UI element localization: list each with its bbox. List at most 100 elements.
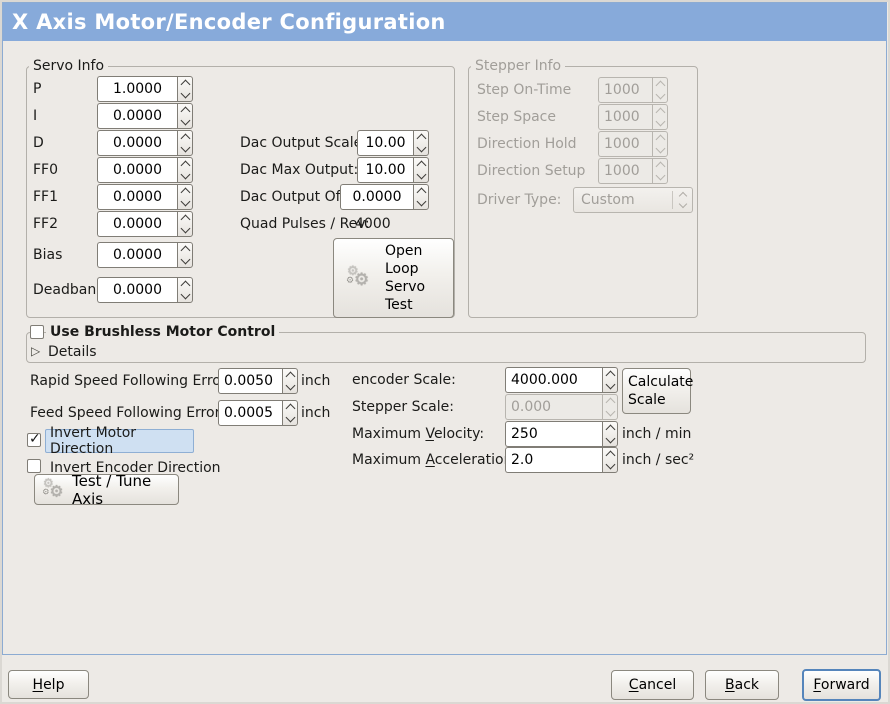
ff1-spinner[interactable] xyxy=(177,184,193,210)
spinner[interactable] xyxy=(602,421,618,447)
expander-arrow-icon[interactable]: ▷ xyxy=(31,344,41,358)
spinner-down-button[interactable] xyxy=(603,379,617,392)
dac-output-offset-spinbox[interactable] xyxy=(340,184,429,210)
d-input[interactable] xyxy=(97,130,177,156)
dac-output-scale-input[interactable] xyxy=(357,130,413,156)
ff0-input[interactable] xyxy=(97,157,177,183)
spinner[interactable] xyxy=(602,447,618,473)
rapid-error-spinbox[interactable] xyxy=(218,368,298,394)
spinner-down-button[interactable] xyxy=(283,412,297,425)
chevron-down-icon xyxy=(678,199,687,209)
spinner xyxy=(602,394,618,420)
invert-encoder-label[interactable]: Invert Encoder Direction xyxy=(50,460,221,476)
max-acceleration-unit: inch / sec² xyxy=(622,452,695,468)
deadband-spinbox[interactable] xyxy=(97,277,193,303)
p-input[interactable] xyxy=(97,76,177,102)
dac-max-output-spinbox[interactable] xyxy=(357,157,429,183)
max-acceleration-spinbox[interactable] xyxy=(505,447,618,473)
calculate-scale-button[interactable]: Calculate Scale xyxy=(622,368,693,414)
spinner-down-button[interactable] xyxy=(414,169,428,182)
details-expander-label[interactable]: Details xyxy=(48,344,97,360)
spinner xyxy=(652,77,668,103)
spinner[interactable] xyxy=(413,130,429,156)
use-brushless-checkbox[interactable] xyxy=(30,325,44,339)
open-loop-servo-test-button[interactable]: ⚙⚙⚙ Open Loop Servo Test xyxy=(333,238,454,318)
stepper-scale-spinbox xyxy=(505,394,618,420)
quad-pulses-value: 4000 xyxy=(355,216,391,232)
spinner-down-button[interactable] xyxy=(414,196,428,209)
invert-motor-label[interactable]: Invert Motor Direction xyxy=(45,425,194,457)
dac-output-offset-input[interactable] xyxy=(340,184,413,210)
ff0-spinner[interactable] xyxy=(177,157,193,183)
spinner[interactable] xyxy=(282,400,298,426)
spinner-down-button[interactable] xyxy=(283,380,297,393)
page-title: X Axis Motor/Encoder Configuration xyxy=(12,10,446,34)
p-spinbox[interactable] xyxy=(97,76,193,102)
chevron-down-icon xyxy=(285,380,295,391)
max-velocity-spinbox[interactable] xyxy=(505,421,618,447)
encoder-scale-input[interactable] xyxy=(505,367,602,393)
spinner-down-button[interactable] xyxy=(178,115,192,128)
d-spinbox[interactable] xyxy=(97,130,193,156)
spinner-down-button[interactable] xyxy=(178,254,192,267)
max-acceleration-input[interactable] xyxy=(505,447,602,473)
spinner-down-button[interactable] xyxy=(603,459,617,472)
ff2-spinbox[interactable] xyxy=(97,211,193,237)
chevron-down-icon xyxy=(605,379,615,390)
bias-input[interactable] xyxy=(97,242,177,268)
test-tune-axis-button[interactable]: ⚙⚙⚙ Test / Tune Axis xyxy=(34,472,179,508)
cancel-button[interactable]: Cancel xyxy=(611,670,694,700)
feed-error-input[interactable] xyxy=(218,400,282,426)
i-input[interactable] xyxy=(97,103,177,129)
rapid-error-input[interactable] xyxy=(218,368,282,394)
dac-max-output-input[interactable] xyxy=(357,157,413,183)
ff2-input[interactable] xyxy=(97,211,177,237)
max-velocity-input[interactable] xyxy=(505,421,602,447)
gears-icon: ⚙⚙⚙ xyxy=(346,264,370,290)
p-label: P xyxy=(33,81,42,97)
chevron-down-icon xyxy=(180,88,190,99)
spinner xyxy=(652,131,668,157)
d-spinner[interactable] xyxy=(177,130,193,156)
spinner[interactable] xyxy=(282,368,298,394)
spinner[interactable] xyxy=(413,157,429,183)
spinner-down-button[interactable] xyxy=(178,196,192,209)
spinner-down-button[interactable] xyxy=(178,289,192,302)
ff1-input[interactable] xyxy=(97,184,177,210)
quad-pulses-label: Quad Pulses / Rev: xyxy=(240,216,370,232)
spinner-down-button[interactable] xyxy=(603,433,617,446)
bias-spinbox[interactable] xyxy=(97,242,193,268)
use-brushless-label[interactable]: Use Brushless Motor Control xyxy=(46,324,280,341)
open-loop-servo-test-label: Open Loop Servo Test xyxy=(385,243,426,313)
chevron-down-icon xyxy=(655,143,665,154)
back-button[interactable]: Back xyxy=(705,670,779,700)
i-spinbox[interactable] xyxy=(97,103,193,129)
dac-output-offset-label: Dac Output Offset: xyxy=(240,189,372,205)
feed-error-spinbox[interactable] xyxy=(218,400,298,426)
help-button[interactable]: Help xyxy=(8,670,89,699)
spinner-down-button[interactable] xyxy=(178,88,192,101)
deadband-input[interactable] xyxy=(97,277,177,303)
bias-spinner[interactable] xyxy=(177,242,193,268)
step-on-time-input xyxy=(598,77,652,103)
ff1-spinbox[interactable] xyxy=(97,184,193,210)
spinner[interactable] xyxy=(413,184,429,210)
p-spinner[interactable] xyxy=(177,76,193,102)
ff0-spinbox[interactable] xyxy=(97,157,193,183)
encoder-scale-spinbox[interactable] xyxy=(505,367,618,393)
dac-output-scale-spinbox[interactable] xyxy=(357,130,429,156)
invert-motor-checkbox[interactable]: ✓ xyxy=(27,431,41,447)
rapid-error-unit: inch xyxy=(301,373,331,389)
spinner-down-button[interactable] xyxy=(178,223,192,236)
forward-button[interactable]: Forward xyxy=(802,669,881,701)
i-spinner[interactable] xyxy=(177,103,193,129)
spinner-down-button xyxy=(653,116,667,129)
spinner-down-button[interactable] xyxy=(414,142,428,155)
spinner[interactable] xyxy=(602,367,618,393)
invert-encoder-checkbox[interactable] xyxy=(27,459,41,473)
dac-output-scale-label: Dac Output Scale: xyxy=(240,135,367,151)
deadband-spinner[interactable] xyxy=(177,277,193,303)
spinner-down-button[interactable] xyxy=(178,142,192,155)
spinner-down-button[interactable] xyxy=(178,169,192,182)
ff2-spinner[interactable] xyxy=(177,211,193,237)
